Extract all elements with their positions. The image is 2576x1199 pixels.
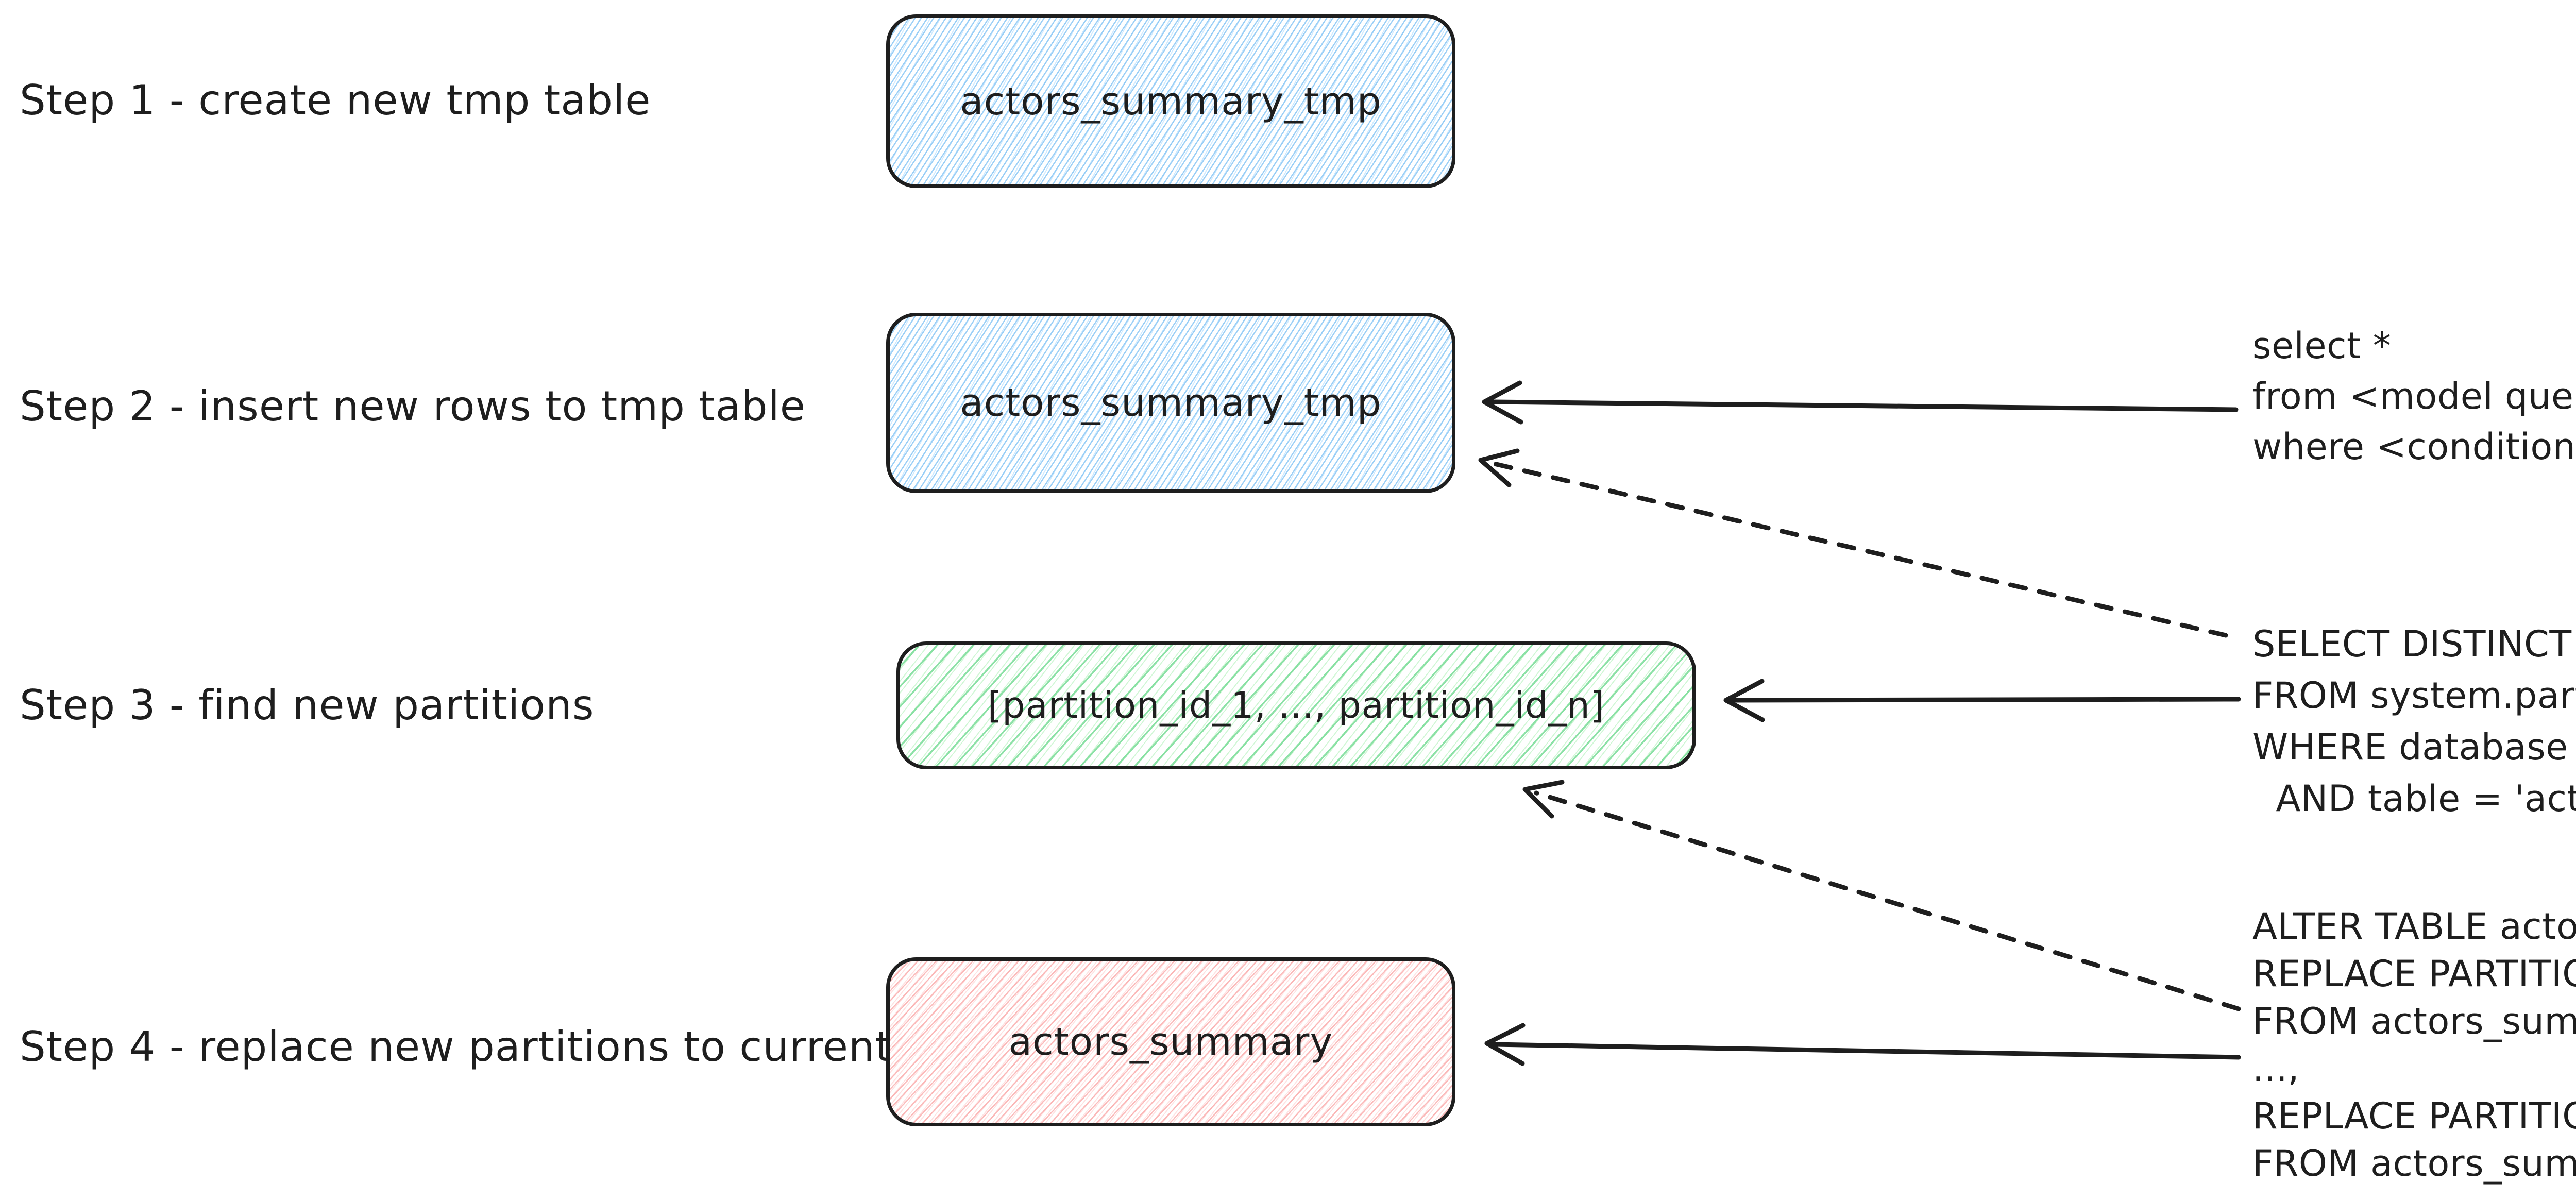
step1-label: Step 1 - create new tmp table (20, 76, 651, 124)
step2-label: Step 2 - insert new rows to tmp table (20, 382, 806, 430)
step3-label: Step 3 - find new partitions (20, 681, 595, 729)
sql-insert-new-rows: select * from <model query> where <condi… (2252, 325, 2576, 468)
sql-replace-partitions: ALTER TABLE actors_summary REPLACE PARTI… (2252, 905, 2576, 1185)
partition-list-box: [partition_id_1, ..., partition_id_n] (896, 641, 1696, 769)
current-table-box-label: actors_summary (1008, 1020, 1333, 1064)
tmp-table-box-step2: actors_summary_tmp (886, 313, 1455, 493)
step4-label: Step 4 - replace new partitions to curre… (20, 1023, 892, 1071)
tmp-table-box-step1: actors_summary_tmp (886, 14, 1455, 188)
dashed-arrow-sql3-to-box2 (1478, 448, 2228, 638)
arrow-sql3-to-box3 (1723, 679, 2241, 722)
partition-list-box-label: [partition_id_1, ..., partition_id_n] (987, 684, 1605, 727)
sql-find-partitions: SELECT DISTINCT partition_id FROM system… (2252, 623, 2576, 820)
tmp-table-box-step2-label: actors_summary_tmp (960, 381, 1382, 425)
arrow-sql4-to-box4 (1484, 1023, 2241, 1066)
arrow-sql2-to-box2 (1482, 380, 2239, 425)
dashed-arrow-sql4-to-box3 (1522, 780, 2241, 1011)
tmp-table-box-step1-label: actors_summary_tmp (960, 79, 1382, 124)
current-table-box: actors_summary (886, 957, 1455, 1126)
